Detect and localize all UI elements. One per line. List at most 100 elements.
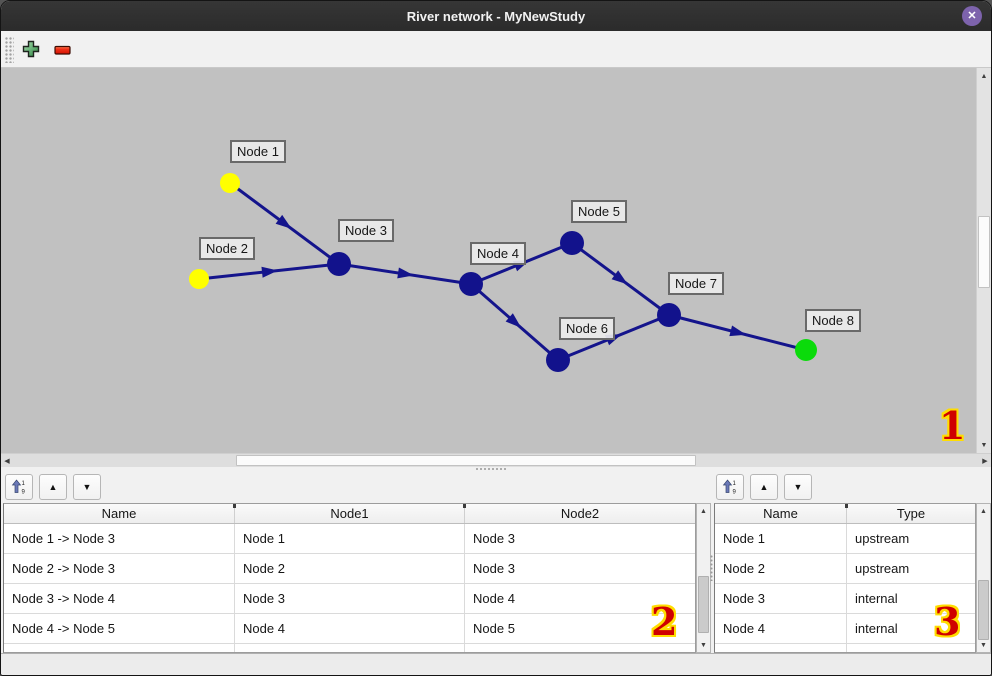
- table-cell[interactable]: Node 3: [235, 584, 465, 613]
- add-button[interactable]: [22, 40, 40, 58]
- move-up-button[interactable]: ▲: [39, 474, 67, 500]
- table-row[interactable]: Node 3 internal: [715, 584, 975, 614]
- column-header-name[interactable]: Name: [715, 504, 848, 523]
- table-cell[interactable]: Node 4: [715, 614, 847, 643]
- table-cell[interactable]: [715, 644, 847, 652]
- table-cell[interactable]: Node 2 -> Node 3: [4, 554, 235, 583]
- column-header-node2[interactable]: Node2: [560, 506, 600, 521]
- horizontal-scroll-thumb[interactable]: [236, 455, 696, 466]
- reaches-table-scrollbar[interactable]: ▲ ▼: [696, 503, 711, 653]
- down-triangle-icon: ▼: [793, 482, 803, 492]
- table-cell[interactable]: Node 4: [235, 614, 465, 643]
- annotation-3: 3: [934, 599, 961, 644]
- svg-text:9: 9: [22, 490, 26, 496]
- table-cell[interactable]: Node 3: [473, 531, 515, 546]
- scroll-up-icon[interactable]: ▲: [700, 507, 707, 515]
- network-canvas[interactable]: Node 1 Node 2 Node 3 Node 4 Node 5 Node 6 Node…: [1, 68, 976, 453]
- sort-button[interactable]: 1 9: [5, 474, 33, 500]
- node-label[interactable]: Node 7: [668, 272, 724, 295]
- splitter-handle-icon: [476, 468, 506, 471]
- sort-button[interactable]: 1 9: [716, 474, 744, 500]
- scroll-up-icon[interactable]: ▲: [980, 507, 987, 515]
- nodes-table-scrollbar[interactable]: ▲ ▼: [976, 503, 991, 653]
- node-label[interactable]: Node 4: [470, 242, 526, 265]
- node-n6[interactable]: [546, 348, 570, 372]
- move-down-button[interactable]: ▼: [73, 474, 101, 500]
- column-header-node1[interactable]: Node1: [235, 504, 466, 523]
- table-cell[interactable]: Node 3 -> Node 4: [4, 584, 235, 613]
- column-header-name[interactable]: Name: [4, 504, 236, 523]
- table-cell[interactable]: Node 1: [235, 524, 465, 553]
- move-down-button[interactable]: ▼: [784, 474, 812, 500]
- table-toolbar-row: 1 9 ▲ ▼ 1 9 ▲ ▼: [1, 472, 991, 503]
- table-cell[interactable]: Node 4: [473, 591, 515, 606]
- canvas-vertical-scrollbar[interactable]: ▲ ▼: [976, 68, 991, 453]
- svg-text:1: 1: [733, 481, 737, 487]
- scroll-left-icon[interactable]: ◀: [4, 457, 10, 465]
- node-label[interactable]: Node 8: [805, 309, 861, 332]
- node-n8[interactable]: [795, 339, 817, 361]
- node-label[interactable]: Node 6: [559, 317, 615, 340]
- table-cell[interactable]: Node 1: [715, 524, 847, 553]
- table-cell[interactable]: internal: [855, 621, 898, 636]
- table-cell[interactable]: [847, 644, 975, 652]
- flow-arrow-icon: [397, 267, 414, 279]
- scroll-down-icon[interactable]: ▼: [980, 441, 988, 449]
- column-header-type[interactable]: Type: [896, 506, 926, 521]
- table-scroll-thumb[interactable]: [978, 580, 989, 640]
- node-n2[interactable]: [189, 269, 209, 289]
- scroll-right-icon[interactable]: ▶: [982, 457, 988, 465]
- close-button[interactable]: ✕: [962, 6, 982, 26]
- table-cell[interactable]: [465, 644, 695, 652]
- node-n5[interactable]: [560, 231, 584, 255]
- table-row[interactable]: [4, 644, 695, 652]
- table-cell[interactable]: internal: [855, 591, 898, 606]
- node-label[interactable]: Node 5: [571, 200, 627, 223]
- node-label[interactable]: Node 2: [199, 237, 255, 260]
- table-cell[interactable]: upstream: [855, 561, 910, 576]
- vertical-scroll-thumb[interactable]: [978, 216, 990, 288]
- node-label[interactable]: Node 1: [230, 140, 286, 163]
- scroll-down-icon[interactable]: ▼: [700, 641, 707, 649]
- nodes-table-toolbar: 1 9 ▲ ▼: [716, 474, 812, 500]
- pane-splitter[interactable]: [1, 467, 991, 472]
- table-cell[interactable]: Node 5: [473, 621, 515, 636]
- table-cell[interactable]: Node 3: [715, 584, 847, 613]
- titlebar[interactable]: River network - MyNewStudy ✕: [1, 1, 991, 31]
- node-n7[interactable]: [657, 303, 681, 327]
- scroll-up-icon[interactable]: ▲: [980, 72, 988, 80]
- canvas-horizontal-scrollbar[interactable]: ◀ ▶: [1, 453, 991, 467]
- up-triangle-icon: ▲: [759, 482, 769, 492]
- table-row[interactable]: Node 1 upstream: [715, 524, 975, 554]
- table-row[interactable]: Node 4 internal: [715, 614, 975, 644]
- toolbar-drag-handle[interactable]: [5, 37, 14, 63]
- table-cell[interactable]: upstream: [855, 531, 910, 546]
- table-row[interactable]: [715, 644, 975, 652]
- table-cell[interactable]: Node 4 -> Node 5: [4, 614, 235, 643]
- node-n1[interactable]: [220, 173, 240, 193]
- flow-arrow-icon: [611, 270, 628, 285]
- table-cell[interactable]: Node 2: [235, 554, 465, 583]
- table-cell[interactable]: [4, 644, 235, 652]
- sort-1-9-icon: 1 9: [11, 479, 26, 496]
- move-up-button[interactable]: ▲: [750, 474, 778, 500]
- table-splitter-handle[interactable]: [710, 555, 715, 581]
- table-cell[interactable]: Node 3: [473, 561, 515, 576]
- table-row[interactable]: Node 2 upstream: [715, 554, 975, 584]
- scroll-down-icon[interactable]: ▼: [980, 641, 987, 649]
- remove-button[interactable]: [54, 43, 72, 61]
- node-n3[interactable]: [327, 252, 351, 276]
- table-scroll-thumb[interactable]: [698, 576, 709, 633]
- close-icon: ✕: [967, 9, 977, 22]
- table-cell[interactable]: Node 1 -> Node 3: [4, 524, 235, 553]
- node-label[interactable]: Node 3: [338, 219, 394, 242]
- table-cell[interactable]: [235, 644, 465, 652]
- table-cell[interactable]: Node 2: [715, 554, 847, 583]
- node-n4[interactable]: [459, 272, 483, 296]
